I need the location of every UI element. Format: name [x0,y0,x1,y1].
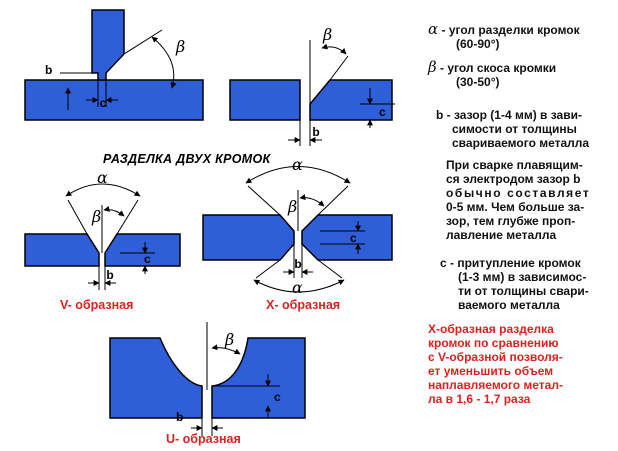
v-right-plate [104,233,181,267]
b-label: b [312,125,319,139]
gap-line-2: симости от толщины [452,122,577,136]
b-label: b [294,257,301,271]
gap-line-3: свариваемого металла [452,136,590,150]
conclusion-line-3: с V-образной позволя- [428,350,563,364]
alpha-title: - угол разделки кромок [441,23,580,37]
alpha-label-bottom: α [292,278,303,297]
beta-symbol: β [428,58,437,76]
electrode-line-5: зор, тем глубже проп- [446,214,576,228]
u-right-plate [211,337,306,419]
alpha-label: α [97,168,108,187]
electrode-line-4: 0-5 мм. Чем больше за- [446,200,585,214]
figure-x-groove: α α β b c [202,155,393,297]
note-blunt: c - притупление кромок (1-3 мм) в зависи… [440,256,589,312]
figure-single-bevel-butt: β b c [229,25,395,146]
alpha-range: (60-90°) [456,37,500,51]
c-label: c [274,390,281,404]
c-label: c [379,105,386,119]
x-left-plate [202,214,295,261]
note-alpha: α - угол разделки кромок (60-90°) [428,20,580,52]
b-label: b [176,410,183,424]
blunt-line-2: (1-3 мм) в зависимос- [458,270,587,284]
note-electrode: При сварке плавящим- ся электродом зазор… [446,158,590,242]
b-label: b [45,63,52,77]
electrode-line-2: ся электродом зазор b [446,172,581,186]
b-label: b [106,268,113,282]
figure-single-bevel-t: β b c [24,9,204,121]
beta-label: β [287,197,297,216]
section-heading: РАЗДЕЛКА ДВУХ КРОМОК [103,152,272,166]
alpha-label-top: α [292,155,303,174]
c-label: c [350,231,357,245]
beta-label: β [322,25,332,44]
gap-line-1: b - зазор (1-4 мм) в зави- [436,108,582,122]
u-left-plate [109,337,203,419]
note-conclusion: X-образная разделка кромок по сравнению … [428,322,563,406]
blunt-line-1: c - притупление кромок [440,256,581,270]
beta-label: β [175,37,185,56]
x-right-plate [301,214,393,261]
electrode-line-1: При сварке плавящим- [446,158,583,172]
blunt-line-3: ти от толщины свари- [458,284,589,298]
caption-u: U- образная [166,432,241,446]
caption-x: X- образная [266,298,340,312]
conclusion-line-5: наплавляемого метал- [428,378,563,392]
figure-u-groove: β b c [109,322,306,436]
beta-range: (30-50°) [456,75,500,89]
electrode-line-3: обычно составляет [446,186,591,200]
beta-label: β [91,207,101,226]
blunt-line-4: ваемого металла [458,298,560,312]
alpha-symbol: α [428,20,439,38]
v-left-plate [24,233,100,267]
conclusion-line-2: кромок по сравнению [428,336,559,350]
c-label: c [100,96,107,110]
conclusion-line-6: ла в 1,6 - 1,7 раза [428,392,531,406]
note-gap: b - зазор (1-4 мм) в зави- симости от то… [436,108,589,150]
beta-label: β [224,330,234,349]
c-label: c [144,252,151,266]
left-plate [229,79,301,121]
caption-v: V- образная [60,298,133,312]
beveled-right-plate [309,79,393,121]
figure-v-groove: α β b c [24,168,181,290]
electrode-line-6: лавление металла [446,228,557,242]
note-beta: β - угол скоса кромки (30-50°) [428,58,557,90]
conclusion-line-4: ет уменьшить объем [428,364,554,378]
beveled-plate [91,9,125,81]
beta-title: - угол скоса кромки [440,61,557,75]
conclusion-line-1: X-образная разделка [428,322,554,336]
